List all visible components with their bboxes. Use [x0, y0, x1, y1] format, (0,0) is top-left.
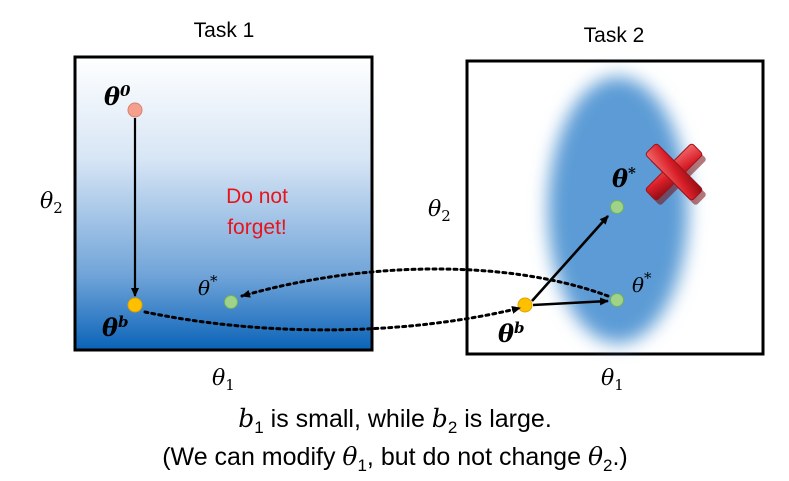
task2-y-axis-label: θ2: [428, 197, 451, 225]
task2-theta-star-right-point: [610, 293, 624, 307]
task1-title: Task 1: [194, 19, 255, 42]
caption-line1: b1 is small, while b2 is large.: [238, 404, 552, 437]
task2-theta-star-right-label: θ*: [632, 269, 652, 297]
task1-loss-panel: [73, 55, 374, 352]
theta0-label: θ0: [104, 82, 131, 111]
task2-theta-star-top-point: [610, 200, 624, 214]
task1-y-axis-label: θ2: [40, 189, 63, 217]
task2-theta-b-label: θb: [498, 319, 525, 348]
task1-theta-star-label: θ*: [198, 272, 218, 300]
task1-theta-b-label: θb: [102, 313, 129, 342]
task2-theta-b-point: [517, 297, 533, 313]
caption-line2: (We can modify θ1, but do not change θ2.…: [162, 442, 628, 475]
task1-x-axis-label: θ1: [212, 366, 235, 394]
cross-icon: [645, 143, 706, 205]
theta-b-transfer-arrow: [143, 305, 522, 332]
task1-theta-star-point: [224, 295, 238, 309]
task2-x-axis-label: θ1: [601, 366, 624, 394]
warning-line2: forget!: [227, 216, 287, 239]
warning-line1: Do not: [226, 185, 288, 208]
task2-title: Task 2: [584, 24, 645, 47]
theta0-point: [127, 102, 143, 118]
task2-theta-star-top-label: θ*: [612, 164, 636, 193]
task2-arrow-to-top-optimum: [531, 215, 609, 302]
task1-theta-b-point: [127, 297, 143, 313]
theta-star-mapping-arrow: [240, 267, 610, 298]
task2-arrow-to-right-optimum: [532, 297, 609, 307]
